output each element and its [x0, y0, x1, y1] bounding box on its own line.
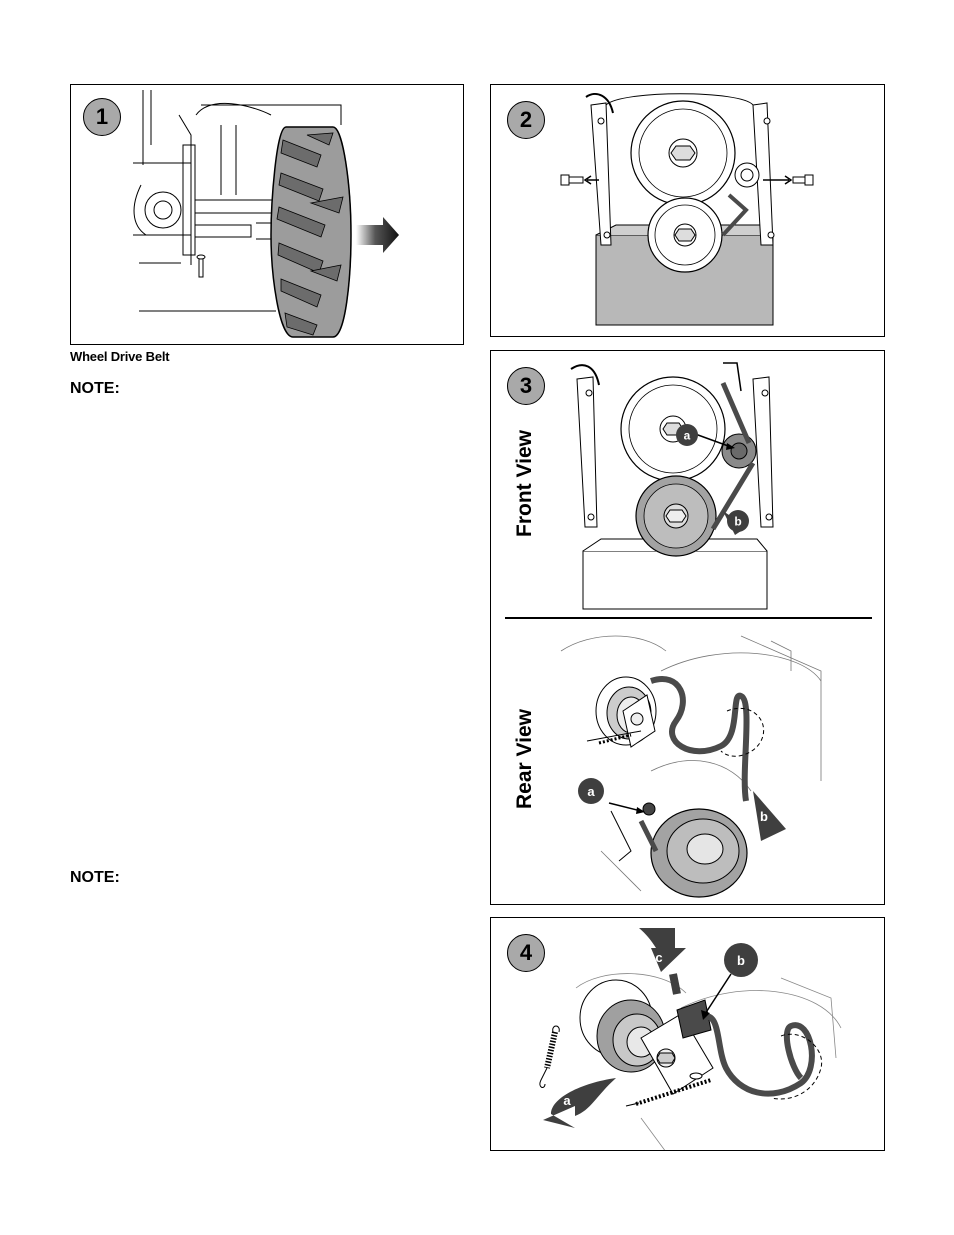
step-3-illustration: a b [490, 350, 885, 905]
front-callout-b-label: b [734, 515, 741, 529]
callout-c-label: c [655, 950, 662, 965]
wheel-illustration [133, 90, 399, 338]
callout-b-label: b [737, 953, 745, 968]
step-2-illustration: 2 [490, 84, 885, 337]
step-1-illustration: 1 [70, 84, 464, 345]
step-number: 2 [519, 107, 533, 132]
step-4-illustration: a b c 4 [490, 917, 885, 1151]
rear-view-drawing [560, 635, 822, 898]
lower-pulley [647, 197, 723, 273]
note-label-1: NOTE: [70, 380, 120, 397]
pull-direction-arrow [356, 217, 399, 253]
step-badge-3: 3 [507, 367, 545, 405]
front-view-label: Front View [513, 429, 536, 537]
front-rear-views-illustration: a b [505, 362, 872, 898]
pulley-housing-illustration [560, 93, 814, 326]
rear-callout-a-label: a [587, 784, 595, 799]
spring-belt-illustration [539, 928, 842, 1150]
front-callout-a-label: a [684, 429, 691, 443]
note-label-2: NOTE: [70, 869, 120, 886]
rear-view-label: Rear View [513, 708, 536, 809]
step-badge-2: 2 [507, 101, 545, 139]
removed-bolt-right [763, 174, 814, 186]
rear-callout-b-label: b [760, 809, 768, 824]
removed-bolt-left [560, 174, 599, 186]
front-view-drawing [570, 362, 774, 610]
front-callout-b [727, 510, 749, 532]
arrow-a [543, 1078, 616, 1128]
rear-callout-a [578, 778, 604, 804]
step-number: 1 [95, 104, 109, 129]
callout-labels: a b c [563, 950, 745, 1108]
loose-spring [539, 1025, 560, 1088]
step-badge-1: 1 [83, 98, 121, 136]
step-number: 4 [519, 940, 533, 965]
callout-a-label: a [563, 1093, 571, 1108]
step-number: 3 [519, 373, 533, 398]
upper-pulley [630, 100, 736, 206]
step-badge-4: 4 [507, 934, 545, 972]
wheel-tire [270, 126, 352, 338]
front-callout-a [676, 424, 698, 446]
callout-b [724, 943, 758, 977]
arrow-c [639, 928, 686, 972]
figure-caption: Wheel Drive Belt [70, 349, 170, 364]
